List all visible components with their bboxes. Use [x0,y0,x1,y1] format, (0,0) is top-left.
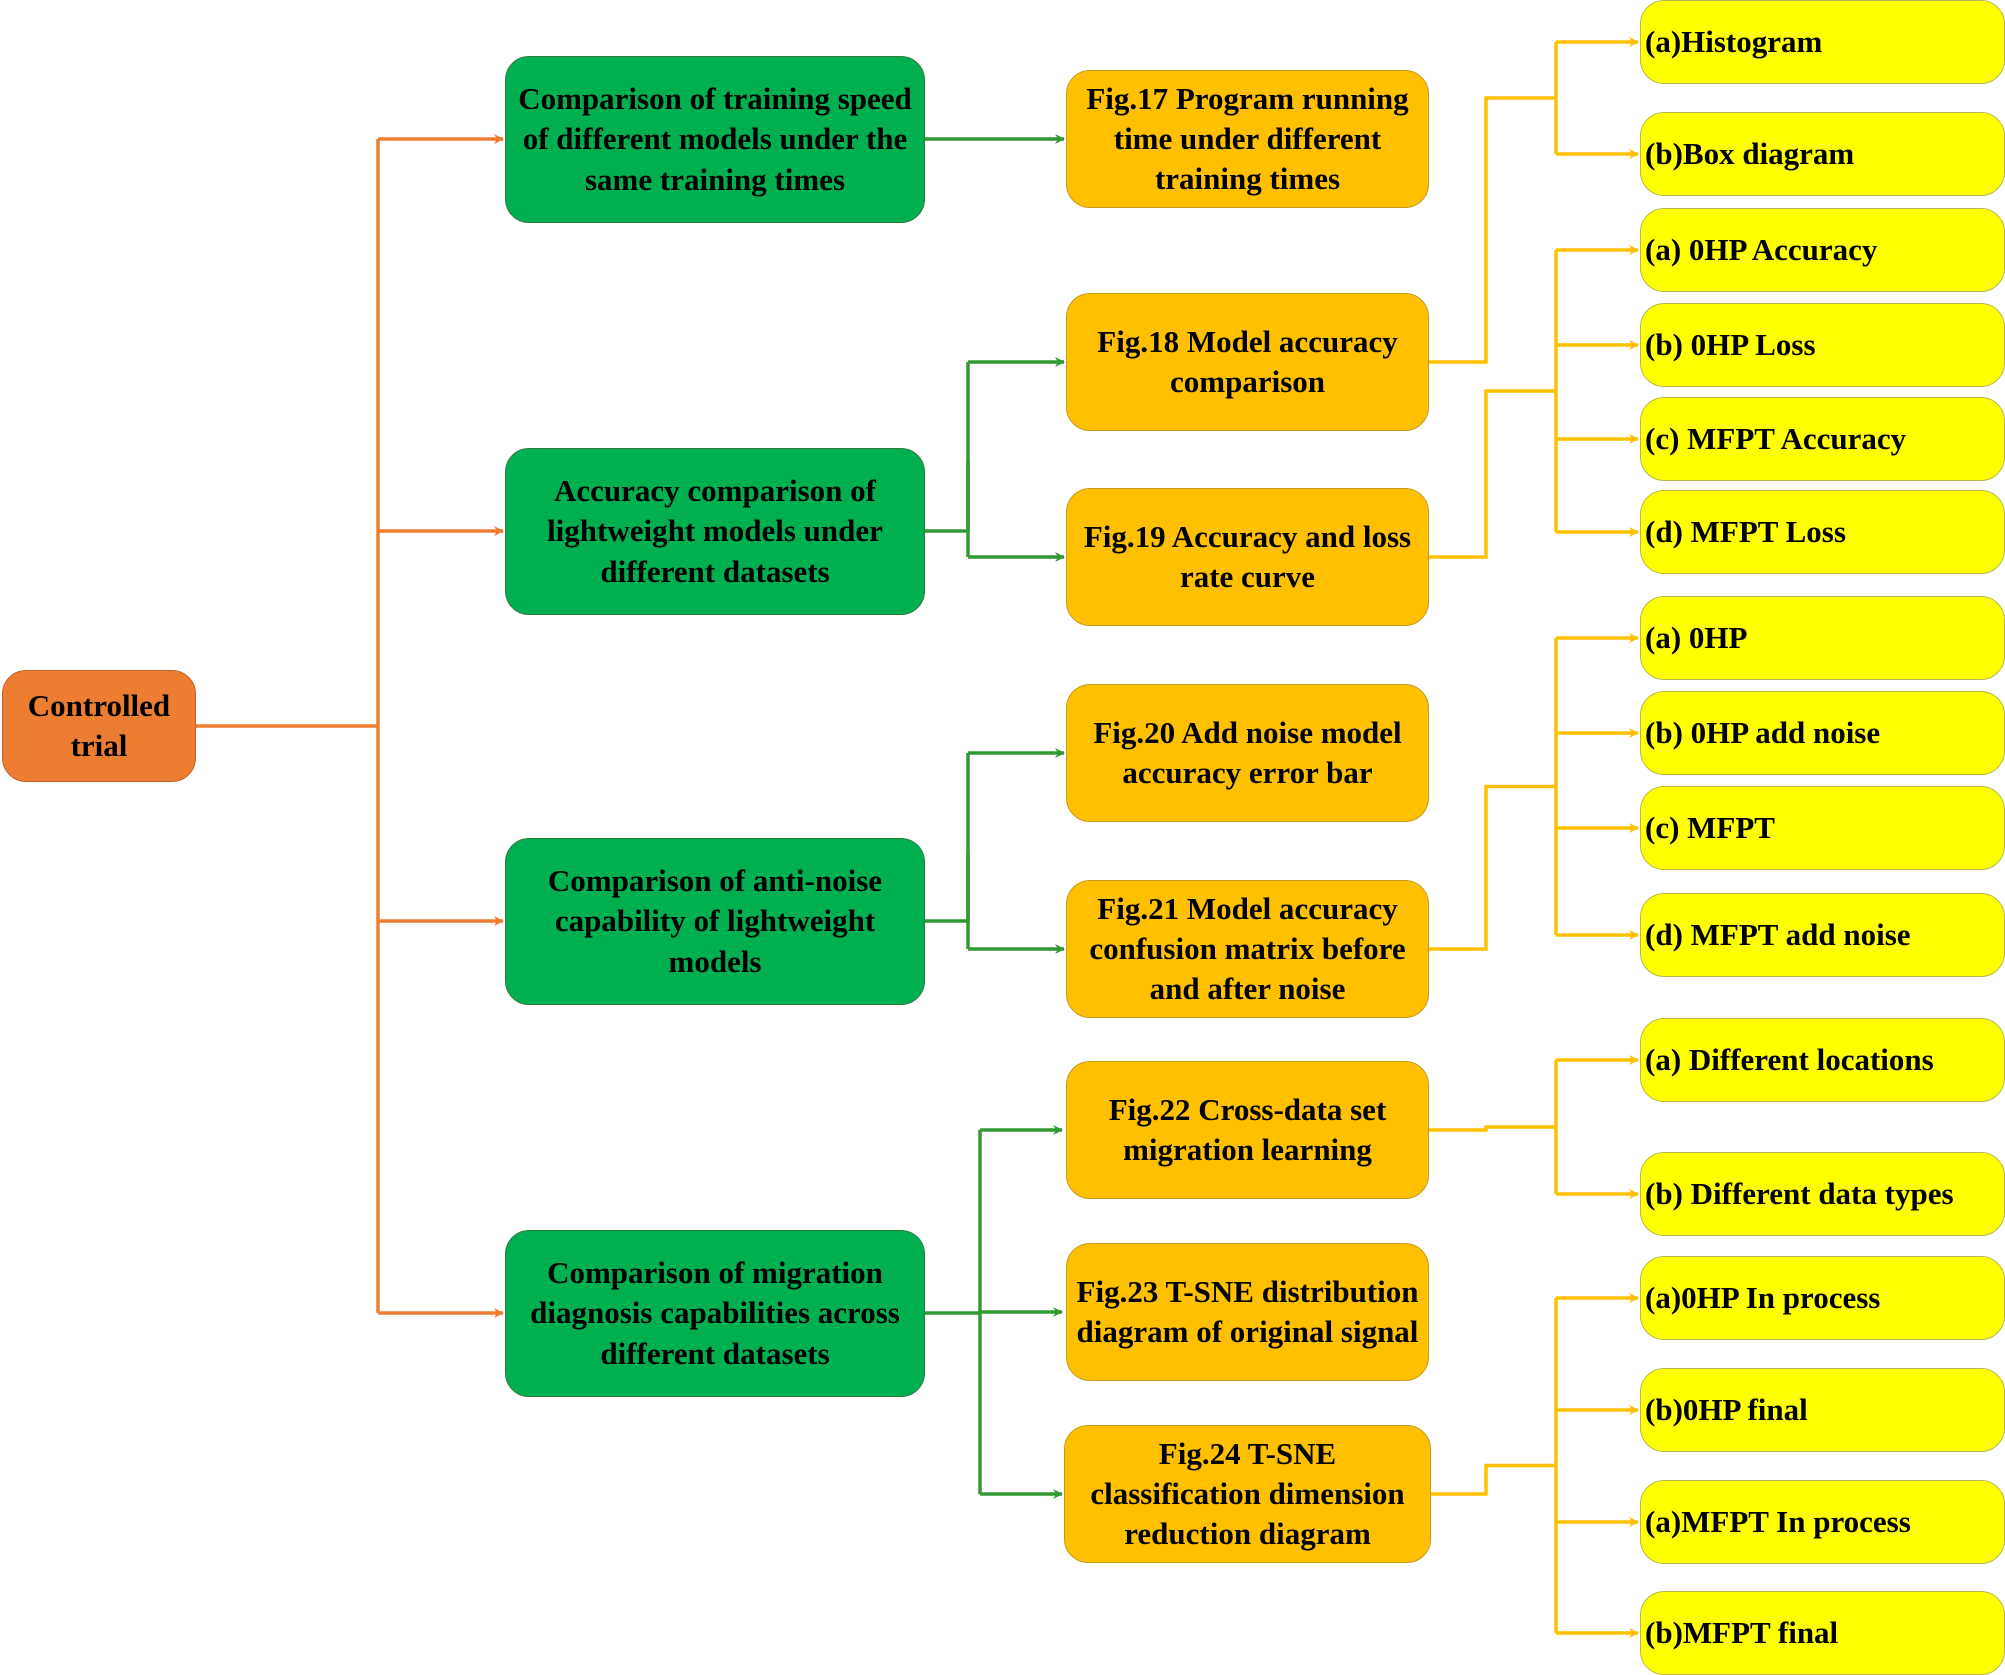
figure-connector [1429,1125,1556,1132]
subfigure-label: (a) Different locations [1645,1041,1934,1077]
figure-connector [1429,784,1556,951]
figure-label: Fig.19 Accuracy and loss rate curve [1083,518,1412,594]
group-node-accuracy: Accuracy comparison of lightweight model… [505,448,925,615]
group-node-anti-noise: Comparison of anti-noise capability of l… [505,838,925,1005]
subfigure-node: (c) MFPT Accuracy [1640,397,2005,481]
subfigure-label: (b)MFPT final [1645,1614,1839,1650]
subfigure-node: (b)0HP final [1640,1368,2005,1452]
subfigure-node: (b) Different data types [1640,1152,2005,1236]
subfigure-label: (c) MFPT Accuracy [1645,420,1907,456]
subfigure-node: (b)Box diagram [1640,112,2005,196]
subfigure-label: (b) 0HP Loss [1645,326,1816,362]
subfigure-label: (a) 0HP Accuracy [1645,231,1878,267]
figure-connector [1429,389,1556,559]
figure-label: Fig.21 Model accuracy confusion matrix b… [1089,890,1406,1007]
group-label: Comparison of anti-noise capability of l… [547,863,883,979]
figure-label: Fig.20 Add noise model accuracy error ba… [1093,714,1402,790]
subfigure-node: (a)Histogram [1640,0,2005,84]
subfigure-label: (b)Box diagram [1645,135,1855,171]
subfigure-node: (d) MFPT Loss [1640,490,2005,574]
subfigure-label: (d) MFPT add noise [1645,916,1911,952]
group-label: Comparison of training speed of differen… [518,81,912,197]
figure-label: Fig.22 Cross-data set migration learning [1108,1091,1387,1167]
subfigure-node: (a) 0HP [1640,596,2005,680]
figure-node-fig23: Fig.23 T-SNE distribution diagram of ori… [1066,1243,1429,1381]
subfigure-node: (d) MFPT add noise [1640,893,2005,977]
subfigure-label: (d) MFPT Loss [1645,513,1846,549]
figure-node-fig19: Fig.19 Accuracy and loss rate curve [1066,488,1429,626]
group-label: Comparison of migration diagnosis capabi… [530,1255,900,1371]
subfigure-node: (c) MFPT [1640,786,2005,870]
subfigure-node: (b)MFPT final [1640,1591,2005,1675]
figure-connector [1431,1463,1556,1496]
group-label: Accuracy comparison of lightweight model… [547,473,883,589]
subfigure-node: (a) Different locations [1640,1018,2005,1102]
group-node-migration: Comparison of migration diagnosis capabi… [505,1230,925,1397]
subfigure-node: (a)MFPT In process [1640,1480,2005,1564]
subfigure-label: (c) MFPT [1645,809,1775,845]
subfigure-label: (a)Histogram [1645,23,1823,59]
figure-label: Fig.17 Program running time under differ… [1086,80,1409,197]
figure-node-fig24: Fig.24 T-SNE classification dimension re… [1064,1425,1431,1563]
subfigure-label: (a) 0HP [1645,619,1748,655]
subfigure-label: (a)0HP In process [1645,1279,1881,1315]
subfigure-node: (b) 0HP add noise [1640,691,2005,775]
subfigure-node: (a)0HP In process [1640,1256,2005,1340]
group-node-training-speed: Comparison of training speed of differen… [505,56,925,223]
root-label: Controlled trial [27,687,171,763]
figure-node-fig18: Fig.18 Model accuracy comparison [1066,293,1429,431]
figure-node-fig17: Fig.17 Program running time under differ… [1066,70,1429,208]
figure-node-fig20: Fig.20 Add noise model accuracy error ba… [1066,684,1429,822]
figure-label: Fig.18 Model accuracy comparison [1097,323,1398,399]
figure-node-fig22: Fig.22 Cross-data set migration learning [1066,1061,1429,1199]
subfigure-label: (a)MFPT In process [1645,1503,1911,1539]
subfigure-label: (b) 0HP add noise [1645,714,1881,750]
subfigure-label: (b)0HP final [1645,1391,1808,1427]
subfigure-node: (b) 0HP Loss [1640,303,2005,387]
figure-label: Fig.23 T-SNE distribution diagram of ori… [1076,1273,1419,1349]
figure-connector [1429,96,1556,364]
subfigure-node: (a) 0HP Accuracy [1640,208,2005,292]
figure-label: Fig.24 T-SNE classification dimension re… [1090,1435,1405,1552]
figure-node-fig21: Fig.21 Model accuracy confusion matrix b… [1066,880,1429,1018]
root-node: Controlled trial [2,670,196,782]
subfigure-label: (b) Different data types [1645,1175,1954,1211]
